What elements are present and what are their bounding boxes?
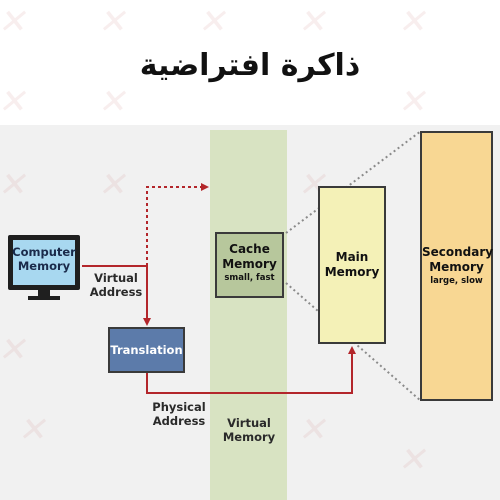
secondary-memory-note: large, slow	[430, 276, 483, 286]
physical-address-line2: Address	[152, 414, 206, 428]
virtual-memory-line2: Memory	[222, 430, 276, 444]
cache-memory-box: Cache Memory small, fast	[215, 232, 284, 298]
virtual-address-label: Virtual Address	[86, 271, 146, 299]
translation-label: Translation	[110, 343, 183, 357]
computer-memory-label-line1: Computer	[12, 245, 76, 259]
secondary-memory-line1: Secondary	[422, 245, 494, 259]
virtual-memory-column	[210, 130, 287, 500]
virtual-address-line1: Virtual	[94, 271, 138, 285]
cache-memory-line2: Memory	[222, 257, 277, 271]
physical-address-label: Physical Address	[148, 400, 210, 428]
physical-address-arrow	[146, 346, 356, 394]
dotted-arrow-to-virtual-memory	[146, 183, 209, 266]
computer-memory-label-line2: Memory	[17, 259, 71, 273]
main-memory-box: Main Memory	[318, 186, 386, 344]
main-memory-line1: Main	[335, 250, 369, 264]
secondary-memory-box: Secondary Memory large, slow	[420, 131, 493, 401]
cache-memory-note: small, fast	[224, 273, 275, 283]
computer-monitor: Computer Memory	[6, 233, 82, 303]
virtual-memory-line1: Virtual	[227, 416, 271, 430]
secondary-memory-line2: Memory	[429, 260, 484, 274]
monitor-icon	[8, 235, 80, 300]
virtual-memory-label: Virtual Memory	[214, 416, 284, 444]
cache-memory-line1: Cache	[229, 242, 270, 256]
virtual-address-line2: Address	[89, 285, 143, 299]
page-title: ذاكرة افتراضية	[139, 48, 361, 83]
translation-box: Translation	[108, 327, 185, 373]
main-memory-line2: Memory	[324, 265, 380, 279]
dotted-connector-top	[285, 130, 422, 234]
physical-address-line1: Physical	[152, 400, 206, 414]
